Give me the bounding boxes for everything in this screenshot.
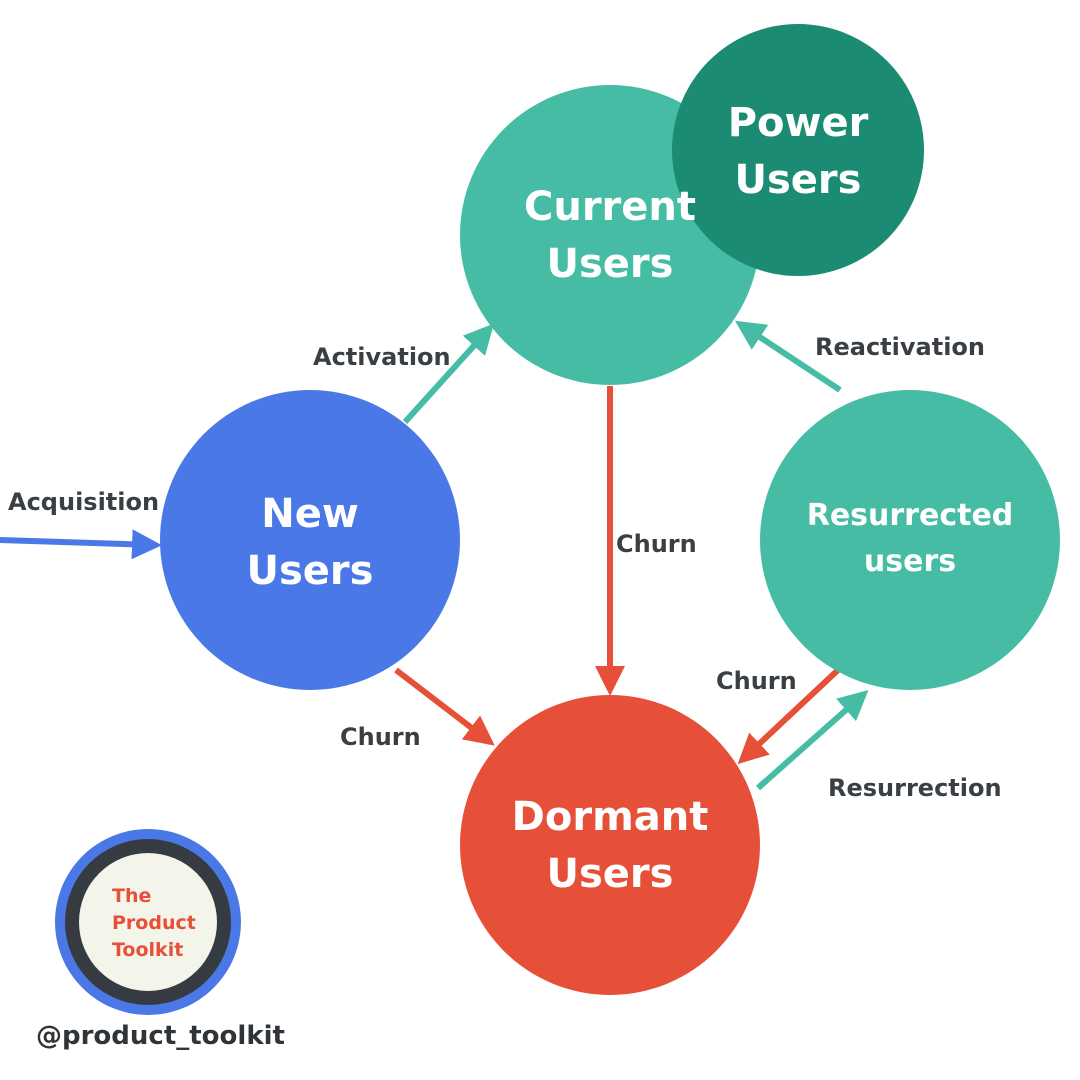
current-users-line2: Users <box>547 241 674 287</box>
churn-new-arrow <box>394 667 495 746</box>
logo-line1: The <box>112 885 151 907</box>
churn-resurrected-arrow <box>737 667 841 765</box>
churn-new-label: Churn <box>340 723 421 751</box>
dormant-users-node <box>460 695 760 995</box>
resurrected-users-node <box>760 390 1060 690</box>
reactivation-label: Reactivation <box>815 333 985 361</box>
logo-line3: Toolkit <box>112 939 183 961</box>
power-users-line2: Users <box>735 157 862 203</box>
dormant-users-line2: Users <box>547 851 674 897</box>
resurrected-users-line1: Resurrected <box>807 498 1014 533</box>
new-users-node <box>160 390 460 690</box>
new-users-line1: New <box>261 491 359 537</box>
power-users-line1: Power <box>728 100 869 146</box>
dormant-users-line1: Dormant <box>512 794 709 840</box>
churn-resurrected-label: Churn <box>716 667 797 695</box>
handle-label: @product_toolkit <box>36 1021 285 1051</box>
acquisition-arrow <box>0 529 162 560</box>
resurrection-arrow <box>756 690 869 791</box>
reactivation-arrow <box>734 320 842 393</box>
product-toolkit-logo: The Product Toolkit <box>55 829 241 1015</box>
logo-line2: Product <box>112 912 196 934</box>
current-users-line1: Current <box>524 184 696 230</box>
resurrection-label: Resurrection <box>828 774 1002 802</box>
resurrected-users-line2: users <box>864 544 956 579</box>
acquisition-label: Acquisition <box>8 488 159 516</box>
churn-current-label: Churn <box>616 530 697 558</box>
new-users-line2: Users <box>247 548 374 594</box>
activation-label: Activation <box>313 343 451 371</box>
power-users-node <box>672 24 924 276</box>
activation-arrow <box>402 323 495 425</box>
